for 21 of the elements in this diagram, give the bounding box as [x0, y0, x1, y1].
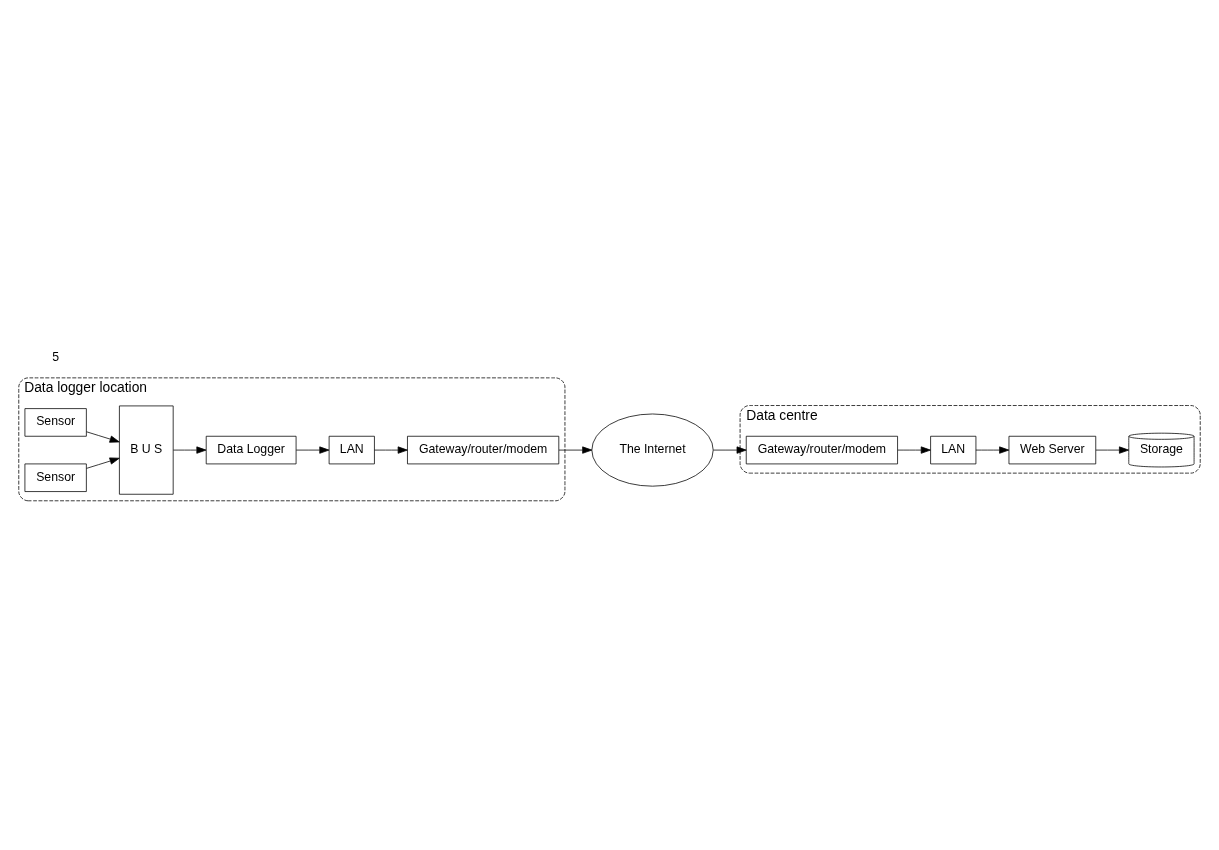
- node-ellipse: The Internet: [591, 413, 714, 487]
- arrow: [558, 445, 593, 454]
- node-box: Web Server: [1008, 435, 1097, 464]
- node-box: Gateway/router/modem: [745, 435, 898, 464]
- node-box: Data Logger: [205, 435, 297, 464]
- arrow: [295, 445, 330, 454]
- arrow: [86, 457, 120, 469]
- node-box: Sensor: [24, 463, 87, 492]
- arrow: [374, 445, 408, 454]
- arrow: [713, 445, 747, 454]
- arrow: [1095, 445, 1129, 454]
- node-box: LAN: [328, 435, 375, 464]
- arrow: [86, 430, 120, 443]
- node-box: B U S: [119, 405, 174, 495]
- node-box: Gateway/router/modem: [407, 435, 560, 464]
- arrow: [173, 445, 207, 454]
- node-box: Sensor: [24, 407, 87, 437]
- node-box: LAN: [930, 435, 977, 464]
- arrow: [897, 445, 931, 454]
- label: 5: [52, 349, 60, 364]
- arrow: [975, 445, 1010, 454]
